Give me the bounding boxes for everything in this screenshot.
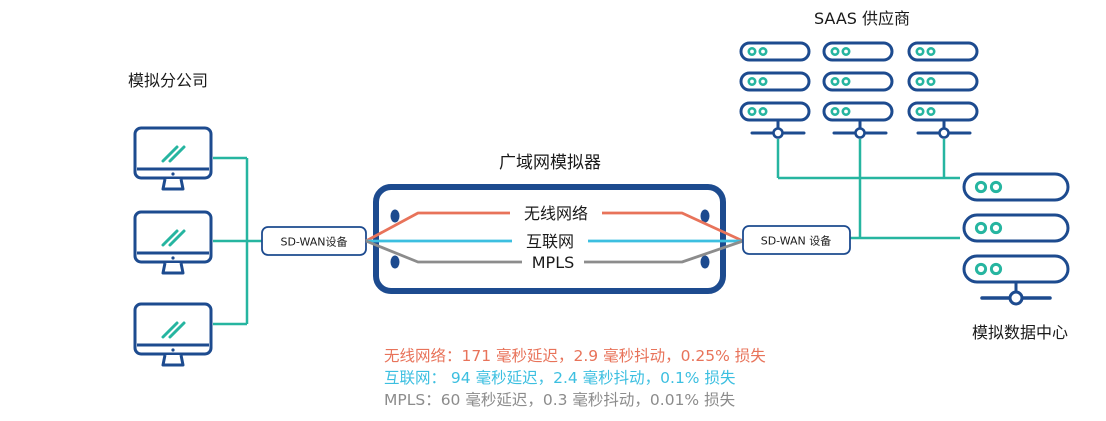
wan-simulator-title: 广域网模拟器 — [499, 153, 601, 173]
mpls-stats: MPLS：60 毫秒延迟，0.3 毫秒抖动，0.01% 损失 — [384, 391, 736, 409]
sdwan-left-label: SD-WAN设备 — [280, 235, 347, 249]
mpls-path-label: MPLS — [532, 253, 575, 272]
wireless-path-label: 无线网络 — [524, 204, 588, 223]
branch-computer-3-icon — [133, 302, 213, 367]
internet-path-label: 互联网 — [526, 232, 574, 251]
branch-connector-lines — [213, 156, 262, 326]
saas-provider-label: SAAS 供应商 — [814, 9, 910, 28]
sdwan-right-label: SD-WAN 设备 — [761, 234, 832, 248]
internet-stats: 互联网： 94 毫秒延迟，2.4 毫秒抖动，0.1% 损失 — [384, 369, 736, 387]
branch-office-label: 模拟分公司 — [128, 71, 208, 90]
link-stats-legend: 无线网络：171 毫秒延迟，2.9 毫秒抖动，0.25% 损失 互联网： 94 … — [384, 345, 766, 411]
port-dot-icon — [700, 255, 710, 269]
saas-server-2-icon — [822, 41, 894, 139]
saas-server-1-icon — [739, 41, 811, 139]
branch-computer-2-icon — [133, 210, 213, 275]
datacenter-connector-lines — [776, 139, 960, 240]
port-dot-icon — [390, 209, 400, 223]
wireless-stats: 无线网络：171 毫秒延迟，2.9 毫秒抖动，0.25% 损失 — [384, 347, 766, 365]
port-dot-icon — [390, 255, 400, 269]
datacenter-label: 模拟数据中心 — [972, 323, 1068, 342]
port-dot-icon — [700, 209, 710, 223]
branch-computer-1-icon — [133, 126, 213, 191]
sdwan-device-right: SD-WAN 设备 — [742, 225, 851, 255]
sdwan-device-left: SD-WAN设备 — [261, 226, 367, 256]
datacenter-server-icon — [962, 172, 1070, 306]
saas-server-3-icon — [907, 41, 979, 139]
